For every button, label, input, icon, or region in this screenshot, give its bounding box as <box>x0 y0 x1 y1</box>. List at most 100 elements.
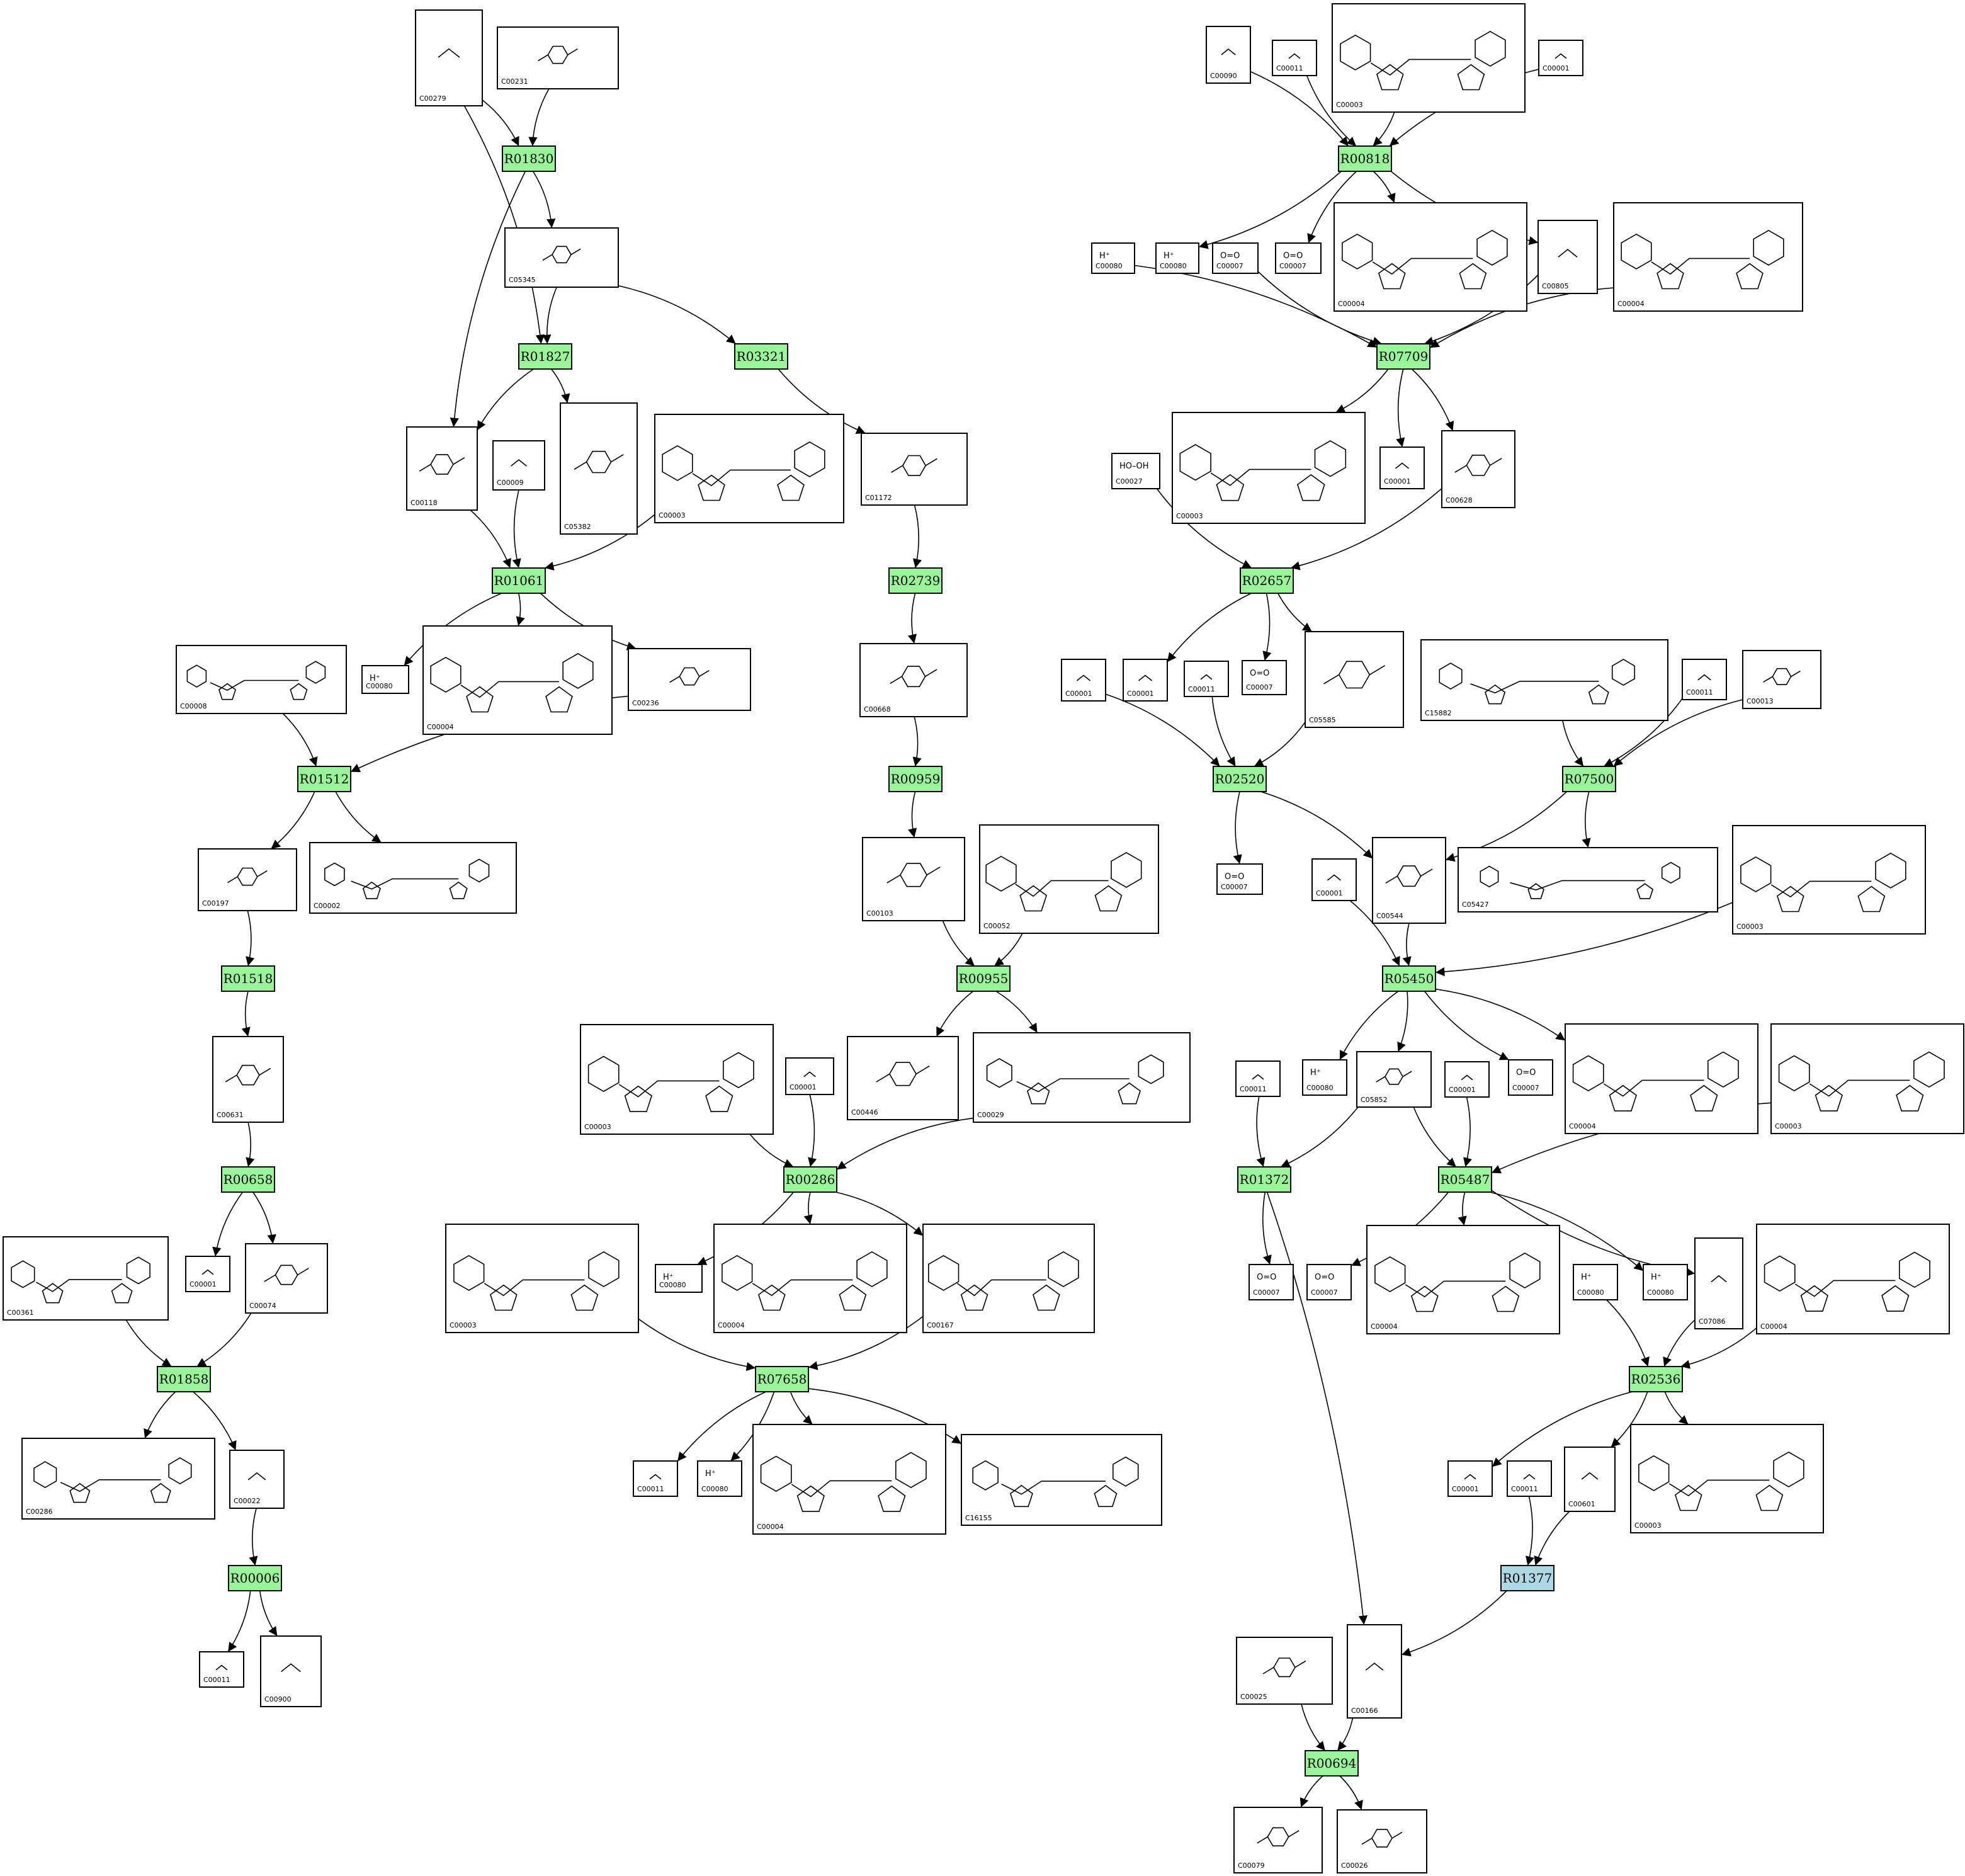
compound-node[interactable]: C00004 <box>1613 202 1803 312</box>
compound-node[interactable]: C00900 <box>260 1635 322 1707</box>
reaction-node[interactable]: R02739 <box>888 567 943 594</box>
reaction-node[interactable]: R01830 <box>502 145 556 172</box>
compound-node[interactable]: H⁺C00080 <box>1573 1264 1618 1300</box>
reaction-node[interactable]: R05487 <box>1438 1166 1492 1193</box>
compound-node[interactable]: C00001 <box>185 1256 230 1292</box>
reaction-node[interactable]: R00658 <box>221 1166 275 1193</box>
reaction-node[interactable]: R01858 <box>157 1366 211 1392</box>
compound-node[interactable]: C00004 <box>422 625 613 735</box>
compound-node[interactable]: C00001 <box>1447 1460 1493 1497</box>
compound-node[interactable]: C00011 <box>1235 1060 1281 1097</box>
compound-node[interactable]: C00231 <box>497 26 619 89</box>
compound-node[interactable]: C00001 <box>1123 659 1168 702</box>
compound-node[interactable]: C00009 <box>492 440 545 491</box>
reaction-node[interactable]: R07658 <box>755 1366 809 1392</box>
reaction-node[interactable]: R01512 <box>297 766 351 792</box>
compound-node[interactable]: C00003 <box>445 1224 639 1333</box>
compound-node[interactable]: H⁺C00080 <box>1091 242 1135 274</box>
compound-node[interactable]: C00001 <box>1379 446 1425 489</box>
compound-node[interactable]: C00103 <box>862 837 965 921</box>
compound-node[interactable]: C00011 <box>633 1460 678 1497</box>
compound-node[interactable]: C00002 <box>309 842 517 914</box>
compound-node[interactable]: C00668 <box>859 643 968 717</box>
compound-node[interactable]: C00166 <box>1347 1624 1402 1719</box>
compound-node[interactable]: C00029 <box>973 1032 1191 1123</box>
compound-node[interactable]: C00003 <box>654 414 844 523</box>
compound-node[interactable]: C00001 <box>1061 659 1106 702</box>
compound-node[interactable]: C00197 <box>198 848 297 911</box>
compound-node[interactable]: C00003 <box>580 1024 774 1135</box>
compound-node[interactable]: C00011 <box>1184 661 1229 697</box>
compound-node[interactable]: C07086 <box>1694 1237 1743 1329</box>
reaction-node[interactable]: R05450 <box>1382 965 1436 992</box>
compound-node[interactable]: C05382 <box>560 402 638 535</box>
compound-node[interactable]: C00001 <box>785 1057 834 1095</box>
compound-node[interactable]: C00003 <box>1732 825 1926 935</box>
compound-node[interactable]: C00004 <box>752 1424 946 1535</box>
compound-node[interactable]: C00004 <box>1366 1225 1560 1334</box>
compound-node[interactable]: H⁺C00080 <box>697 1460 742 1497</box>
compound-node[interactable]: C00079 <box>1233 1807 1323 1873</box>
reaction-node[interactable]: R00694 <box>1305 1750 1359 1777</box>
compound-node[interactable]: C00001 <box>1538 40 1583 76</box>
compound-node[interactable]: C00074 <box>245 1243 328 1314</box>
reaction-node[interactable]: R01061 <box>492 567 546 594</box>
reaction-node[interactable]: R00286 <box>783 1166 837 1193</box>
compound-node[interactable]: C00004 <box>1756 1224 1950 1334</box>
compound-node[interactable]: C00003 <box>1770 1023 1964 1134</box>
compound-node[interactable]: C00004 <box>1334 202 1527 312</box>
compound-node[interactable]: C00022 <box>229 1450 285 1509</box>
reaction-node[interactable]: R02536 <box>1629 1366 1683 1392</box>
compound-node[interactable]: C00011 <box>199 1651 244 1688</box>
compound-node[interactable]: C05427 <box>1458 847 1718 912</box>
compound-node[interactable]: C00026 <box>1337 1809 1427 1873</box>
compound-node[interactable]: C00003 <box>1172 412 1366 524</box>
compound-node[interactable]: C00011 <box>1272 40 1317 76</box>
compound-node[interactable]: C00008 <box>176 645 347 714</box>
compound-node[interactable]: C00011 <box>1682 659 1727 700</box>
compound-node[interactable]: C00805 <box>1537 220 1598 294</box>
compound-node[interactable]: C00025 <box>1236 1637 1333 1705</box>
compound-node[interactable]: C00279 <box>415 9 483 106</box>
compound-node[interactable]: C05585 <box>1305 631 1404 728</box>
reaction-node[interactable]: R07709 <box>1376 343 1430 370</box>
compound-node[interactable]: C00001 <box>1311 858 1357 901</box>
compound-node[interactable]: C00544 <box>1372 837 1446 924</box>
compound-node[interactable]: C00446 <box>847 1036 959 1120</box>
compound-node[interactable]: C00011 <box>1507 1460 1552 1497</box>
compound-node[interactable]: C00013 <box>1742 650 1821 709</box>
reaction-node[interactable]: R00955 <box>956 965 1011 992</box>
compound-node[interactable]: C00003 <box>1630 1424 1824 1533</box>
compound-node[interactable]: C16155 <box>961 1434 1162 1526</box>
compound-node[interactable]: C01172 <box>861 433 968 506</box>
reaction-node[interactable]: R01372 <box>1237 1166 1291 1193</box>
compound-node[interactable]: C00004 <box>1565 1023 1758 1134</box>
compound-node[interactable]: C00003 <box>1332 3 1526 113</box>
compound-node[interactable]: C05852 <box>1356 1051 1432 1108</box>
compound-node[interactable]: C00601 <box>1564 1447 1616 1512</box>
compound-node[interactable]: H⁺C00080 <box>655 1264 703 1293</box>
reaction-node[interactable]: R02657 <box>1240 567 1294 594</box>
compound-node[interactable]: C00236 <box>628 648 751 711</box>
reaction-node[interactable]: R00818 <box>1338 145 1392 172</box>
reaction-node[interactable]: R00006 <box>228 1565 282 1591</box>
reaction-node[interactable]: R00959 <box>888 766 943 792</box>
compound-node[interactable]: C00052 <box>979 824 1159 934</box>
compound-node[interactable]: C00118 <box>406 426 478 511</box>
compound-node[interactable]: C00167 <box>922 1224 1095 1333</box>
compound-node[interactable]: C15882 <box>1420 639 1668 721</box>
reaction-node[interactable]: R01518 <box>221 965 275 992</box>
compound-node[interactable]: H⁺C00080 <box>361 665 409 694</box>
compound-node[interactable]: C00628 <box>1441 430 1515 508</box>
reaction-node[interactable]: R01377 <box>1500 1565 1554 1591</box>
compound-node[interactable]: C00090 <box>1206 26 1251 84</box>
compound-node[interactable]: C00004 <box>713 1224 907 1333</box>
compound-node[interactable]: C00361 <box>3 1236 169 1321</box>
